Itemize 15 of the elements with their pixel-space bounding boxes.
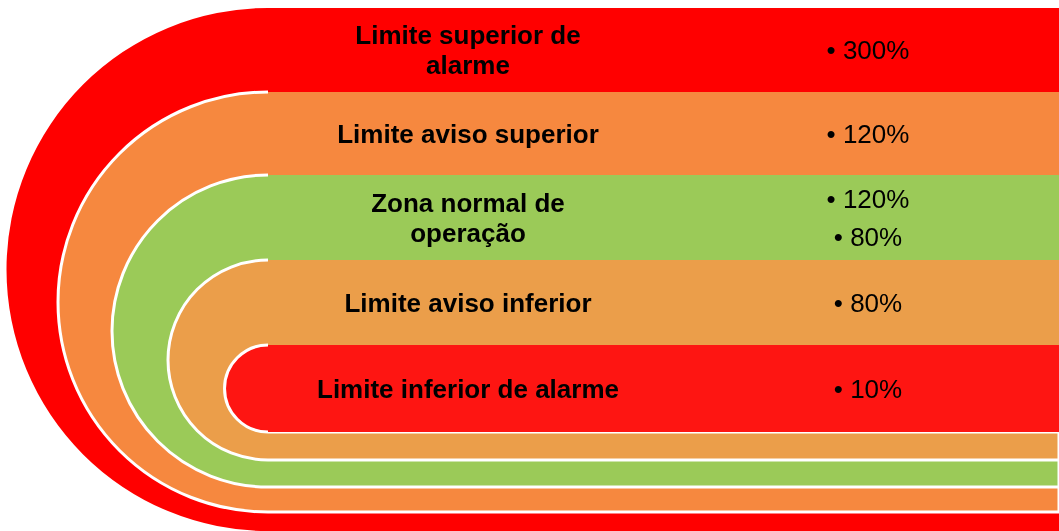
level-band bbox=[268, 260, 1059, 345]
level-title: Limite aviso superior bbox=[336, 118, 600, 149]
level-band bbox=[268, 92, 1059, 175]
threshold-value: • 120% bbox=[825, 182, 911, 216]
threshold-value: • 10% bbox=[832, 372, 904, 406]
level-band bbox=[268, 175, 1059, 260]
level-title: Zona normal de operação bbox=[370, 187, 566, 248]
level-band bbox=[268, 345, 1059, 432]
level-title: Limite aviso inferior bbox=[343, 287, 593, 318]
level-title: Limite superior de alarme bbox=[354, 20, 582, 80]
threshold-value: • 80% bbox=[832, 286, 904, 320]
threshold-value: • 300% bbox=[825, 34, 911, 67]
threshold-value: • 80% bbox=[832, 220, 904, 254]
level-title: Limite inferior de alarme bbox=[316, 373, 620, 404]
threshold-value: • 120% bbox=[825, 117, 911, 151]
